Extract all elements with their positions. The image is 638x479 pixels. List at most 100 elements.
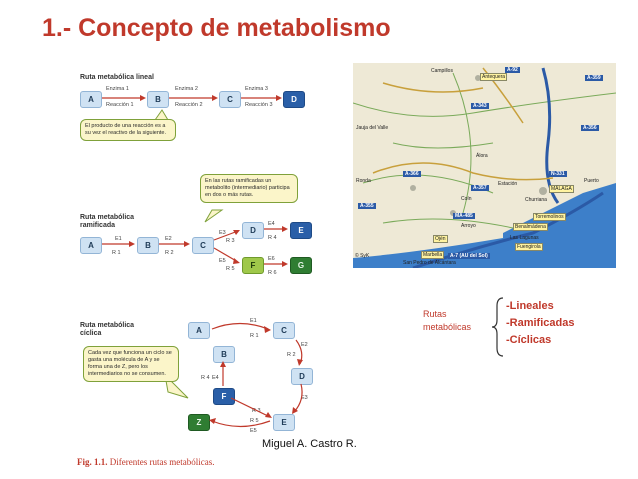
reaction-2-label: Reacción 2 [175,102,203,108]
map-label-malaga: MÁLAGA [549,185,574,193]
r2-label: R 2 [165,250,174,256]
curly-brace [491,297,504,357]
linear-label: Ruta metabólica lineal [80,74,154,81]
map-label-ojen: Ojén [433,235,448,243]
r6-label: R 6 [268,270,277,276]
node-d: D [291,368,313,385]
node-c: C [219,91,241,108]
e3-label: E3 [219,230,226,236]
map-label-estacion: Estación [498,181,518,187]
e1-label: E1 [115,236,122,242]
map-label-antequera: Antequera [480,73,508,81]
map-label-puerto: Puerto [584,178,599,184]
map-road-ma485: MA-485 [453,213,475,219]
node-a: A [80,237,102,254]
cyclic-e5-label: E5 [250,428,257,434]
node-b: B [147,91,169,108]
map-road-a92: A-92 [505,67,520,73]
node-d: D [242,222,264,239]
cyclic-r5-label: R 5 [250,418,259,424]
map-road-a356: A-356 [581,125,599,131]
reaction-1-label: Reacción 1 [106,102,134,108]
map-label-jauja: Jauja del Valle [356,125,389,131]
e2-label: E2 [165,236,172,242]
list-item: -Ramificadas [506,317,575,329]
cyclic-e4-label: E4 [212,375,219,381]
rutas-label-line-2: metabólicas [423,322,472,332]
branched-note: En las rutas ramificadas un metabolito (… [200,174,298,203]
node-c: C [273,322,295,339]
map-road-a366: A-366 [403,171,421,177]
map-copyright: © SyK [355,253,370,259]
cyclic-r1-label: R 1 [250,333,259,339]
node-c: C [192,237,214,254]
map-label-alora: Álora [476,153,488,159]
node-b: B [137,237,159,254]
cyclic-label: Ruta metabólica cíclica [80,322,135,337]
figure-caption: Fig. 1.1. Diferentes rutas metabólicas. [77,457,214,467]
map-label-arroyo: Arroyo [461,223,476,229]
map-label-campillos: Campillos [431,68,453,74]
map-road-a357: A-357 [471,185,489,191]
map-label-torremolinos: Torremolinos [533,213,566,221]
node-d: D [283,91,305,108]
node-a: A [188,322,210,339]
e5-label: E5 [219,258,226,264]
enzyme-1-label: Enzima 1 [106,86,129,92]
list-item: -Cíclicas [506,334,552,346]
cyclic-e2-label: E2 [301,342,308,348]
pathway-types-list: -Lineales -Ramificadas -Cíclicas [506,298,574,349]
map-label-coin: Coín [461,196,472,202]
map-label-marbella: Marbella [421,251,445,259]
cyclic-r2-label: R 2 [287,352,296,358]
e4-label: E4 [268,221,275,227]
cyclic-r3-label: R 3 [252,408,261,414]
rutas-label-line-1: Rutas [423,309,447,319]
linear-arrowhead-3 [276,95,282,101]
map-road-n331: N-331 [549,171,567,177]
map-label-san-pedro: San Pedro de Alcántara [403,260,456,266]
figure-number: Fig. 1.1. [77,457,108,467]
figure-caption-text: Diferentes rutas metabólicas. [109,457,215,467]
list-item: -Lineales [506,300,554,312]
reaction-3-label: Reacción 3 [245,102,273,108]
map-label-las-lagunas: Las Lagunas [510,235,539,241]
map-label-churriana: Churriana [525,197,547,203]
map-road-a343: A-343 [471,103,489,109]
author: Miguel A. Castro R. [262,438,357,450]
map-road-a359: A-359 [585,75,603,81]
node-a: A [80,91,102,108]
branched-label: Ruta metabólica ramificada [80,214,135,229]
cyclic-note: Cada vez que funciona un ciclo se gasta … [83,346,179,382]
node-f: F [213,388,235,405]
map-road-a355: A-355 [358,203,376,209]
cyclic-r4-label: R 4 [201,375,210,381]
node-z: Z [188,414,210,431]
enzyme-2-label: Enzima 2 [175,86,198,92]
rutas-label: Rutas metabólicas [423,308,471,334]
cyclic-e3-label: E3 [301,395,308,401]
r5-label: R 5 [226,266,235,272]
road-map: Campillos Antequera Jauja del Valle Álor… [353,63,616,268]
linear-note: El producto de una reacción es a su vez … [80,119,176,141]
node-b: B [213,346,235,363]
page-title: 1.- Concepto de metabolismo [42,14,391,42]
r4-label: R 4 [268,235,277,241]
e6-label: E6 [268,256,275,262]
map-label-benalmadena: Benalmádena [513,223,548,231]
road-map-graphic [353,63,616,268]
cyclic-e1-label: E1 [250,318,257,324]
enzyme-3-label: Enzima 3 [245,86,268,92]
node-e: E [290,222,312,239]
map-label-fuengirola: Fuengirola [515,243,543,251]
map-road-a7: A-7 (AU del Sol) [448,253,490,259]
node-g: G [290,257,312,274]
node-f: F [242,257,264,274]
node-e: E [273,414,295,431]
linear-arrowhead-2 [212,95,218,101]
r1-label: R 1 [112,250,121,256]
linear-arrowhead-1 [140,95,146,101]
r3-label: R 3 [226,238,235,244]
